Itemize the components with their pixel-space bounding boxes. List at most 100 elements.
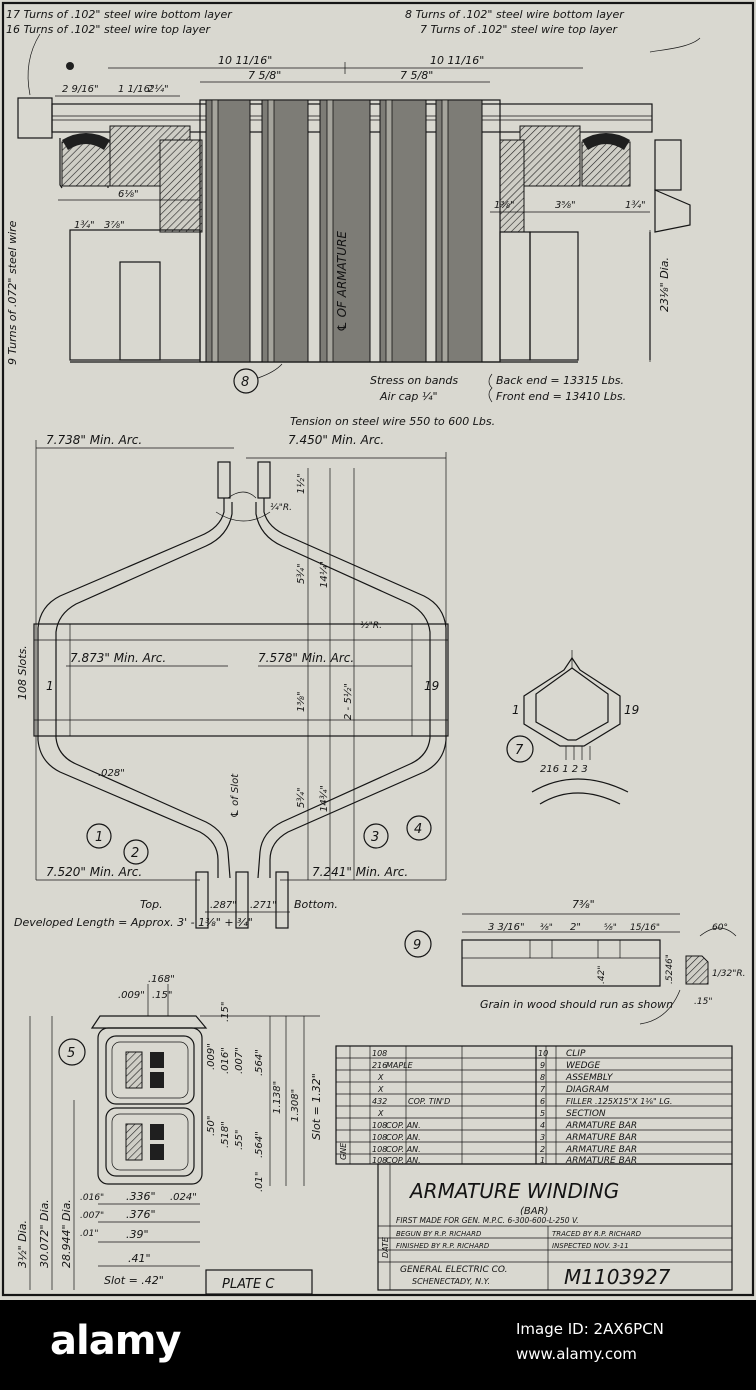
dim-1-3-4-left: 1¾" [74,220,95,231]
section-5: .168" .009" .15" .15" 5 .009" .016" .007… [16,974,323,1295]
dim-bot-b: 5¾" [296,787,307,808]
sec-dim-top-3: .15" [220,1001,231,1022]
bom-r-4-name: FILLER .125X15"X 1⅛" LG. [566,1097,672,1106]
label-bottom-word: Bottom. [294,898,338,911]
label-bottom-layer-right: 8 Turns of .102" steel wire bottom layer [405,8,625,21]
sec-dim-b-7: .41" [128,1252,151,1265]
dim-top-b: 5¾" [296,563,307,584]
bom-r-9-name: ARMATURE BAR [565,1156,637,1166]
wedge-dim-2: ⅜" [540,923,553,933]
inspected: INSPECTED NOV. 3-11 [552,1242,629,1250]
dim-radius-side: ½"R. [360,621,382,631]
alamy-logo[interactable]: alamy [50,1318,181,1364]
label-top-word: Top. [140,898,163,911]
bom-r-3-num: 7 [540,1085,546,1094]
label-air-cap: Air cap ¼" [379,390,438,403]
sec-dim-l-1: 30.072" Dia. [38,1199,51,1268]
dim-1-3-4-right: 1¾" [625,200,646,211]
bom-l-2-qty: X [377,1073,384,1082]
bom-r-0-num: 10 [538,1049,548,1058]
sec-dim-r-3: .564" [254,1049,265,1076]
dim-top-c: 14¼" [318,561,330,588]
bom-l-8-qty: 108 [372,1145,387,1154]
bom-l-5-qty: X [377,1109,384,1118]
sec-dim-b-6: .39" [126,1228,149,1241]
callout-9-label: 9 [413,938,421,953]
dim-mid-right-arc: 7.578" Min. Arc. [258,651,354,665]
bom-gne: GNE [339,1142,348,1160]
sec-dim-r-6: .518" [220,1121,231,1148]
bom-r-8-name: ARMATURE BAR [565,1145,637,1155]
engineering-drawing: 17 Turns of .102" steel wire bottom laye… [1,1,755,1297]
slot-num-right: 19 [424,679,439,693]
sec-dim-r-11: .01" [254,1171,265,1192]
bom-r-8-num: 2 [540,1145,545,1154]
slot-num-left: 1 [46,679,54,693]
bom-l-9-qty: 108 [372,1156,387,1165]
sec-dim-b-8: Slot = .42" [104,1274,164,1287]
bom-l-3-qty: X [377,1085,384,1094]
dim-top-a: 1½" [295,473,307,494]
bom-l-7-mat: COP. AN. [386,1133,421,1142]
first-made: FIRST MADE FOR GEN. M.P.C. 6-300-600-L-2… [396,1216,579,1225]
dim-mid-left-arc: 7.873" Min. Arc. [70,651,166,665]
label-stress: Stress on bands [370,374,458,387]
bom-l-6-qty: 108 [372,1121,387,1130]
finished-by: FINISHED BY R.P. RICHARD [396,1242,490,1250]
callout-5 [58,1038,86,1066]
sec-dim-r-2: .007" [234,1047,245,1074]
sec-dim-r-5: .55" [234,1129,245,1150]
bom-r-4-num: 6 [540,1097,545,1106]
company-name: GENERAL ELECTRIC CO. [400,1265,507,1275]
callout-4-label: 4 [414,822,422,837]
sec-dim-b-5: .376" [126,1208,156,1221]
bom-r-6-num: 4 [540,1121,545,1130]
bom-r-0-name: CLIP [566,1049,586,1059]
dim-2-9-16: 2 9/16" [62,84,99,95]
dim-bot-right-arc: 7.241" Min. Arc. [312,865,408,879]
dim-271: .271" [250,900,277,911]
dim-1-1-16: 1 1/16" [118,84,155,95]
wedge-dim-4: ⅝" [604,923,617,933]
diagram7-label-1: 1 [512,703,520,717]
dim-mid-a: 1⅜" [296,691,307,712]
diagram7-label-19: 19 [624,703,639,717]
sec-dim-r-7: .50" [206,1115,217,1136]
bom-l-1-mat: MAPLE [386,1061,414,1070]
wedge-dim-6: .5246" [665,954,675,984]
dim-7-5-8-left: 7 5/8" [248,69,281,82]
dim-slots: 108 Slots. [16,645,29,700]
label-armature-center: ℄ OF ARMATURE [335,231,349,332]
alamy-url-link[interactable]: www.alamy.com [516,1345,637,1363]
top-view: 17 Turns of .102" steel wire bottom laye… [6,8,701,428]
sec-dim-r-8: 1.138" [272,1081,283,1114]
bom-l-9-mat: COP. AN. [386,1156,421,1165]
sec-dim-r-9: 1.308" [290,1089,301,1122]
bom-r-3-name: DIAGRAM [566,1085,609,1095]
sec-dim-l-0: 3½" Dia. [16,1220,29,1268]
image-id-text: Image ID: 2AX6PCN [516,1320,664,1338]
wedge-dim-5: 15/16" [630,923,660,933]
title-side-label: DATE [381,1236,390,1258]
callout-3-label: 3 [371,830,379,845]
diagram-7: 1 19 216 1 2 3 7 [506,650,639,805]
label-tension: Tension on steel wire 550 to 600 Lbs. [290,415,495,428]
title-block: DATE ARMATURE WINDING (BAR) FIRST MADE F… [377,1163,733,1291]
callout-9 [404,930,432,958]
label-top-layer-right: 7 Turns of .102" steel wire top layer [420,23,619,36]
wedge-dim-3: 2" [570,922,581,933]
dim-10-11-16-right: 10 11/16" [430,54,484,67]
bom-r-5-num: 5 [540,1109,545,1118]
sec-dim-r-0: .009" [206,1043,217,1070]
bom-r-5-name: SECTION [566,1109,606,1119]
sec-dim-b-4: .024" [170,1192,197,1203]
dim-radius-top: ¼"R. [270,503,292,513]
drawing-sheet: 17 Turns of .102" steel wire bottom laye… [0,0,756,1300]
dim-3-7-8: 3⅞" [104,220,125,231]
callout-2-label: 2 [131,846,139,861]
drawing-number: M1103927 [564,1265,671,1289]
company-city: SCHENECTADY, N.Y. [412,1277,490,1286]
dim-thickness: .028" [98,768,125,779]
dim-slot-center: ℄ of Slot [230,773,241,818]
callout-7-label: 7 [515,743,524,758]
